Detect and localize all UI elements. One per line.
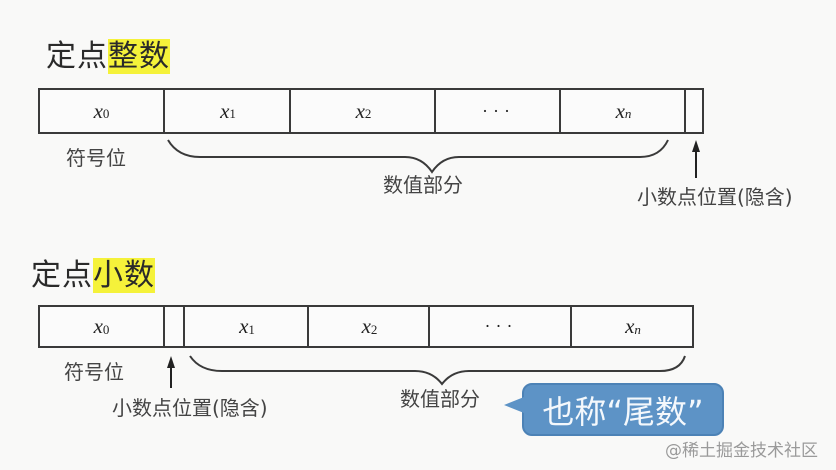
fraction-sign-label: 符号位 xyxy=(64,360,124,384)
fraction-title-highlight: 小数 xyxy=(93,258,155,293)
fraction-title-prefix: 定点 xyxy=(31,258,93,293)
fraction-point-label: 小数点位置(隐含) xyxy=(112,396,268,420)
integer-title-highlight: 整数 xyxy=(108,39,170,74)
integer-sign-label: 符号位 xyxy=(66,146,126,170)
integer-cell-point xyxy=(684,90,706,132)
integer-value-label: 数值部分 xyxy=(383,173,463,197)
integer-cell-ellipsis: ··· xyxy=(434,90,561,132)
mantissa-callout: 也称“尾数” xyxy=(504,383,724,436)
integer-title: 定点整数 xyxy=(46,39,170,74)
fraction-cell-point xyxy=(163,307,185,346)
integer-title-prefix: 定点 xyxy=(46,39,108,74)
fraction-cell-ellipsis: ··· xyxy=(428,307,572,346)
integer-point-label: 小数点位置(隐含) xyxy=(637,185,793,209)
watermark: @稀土掘金技术社区 xyxy=(665,441,818,461)
fraction-value-label: 数值部分 xyxy=(400,387,480,411)
fraction-title: 定点小数 xyxy=(31,258,155,293)
